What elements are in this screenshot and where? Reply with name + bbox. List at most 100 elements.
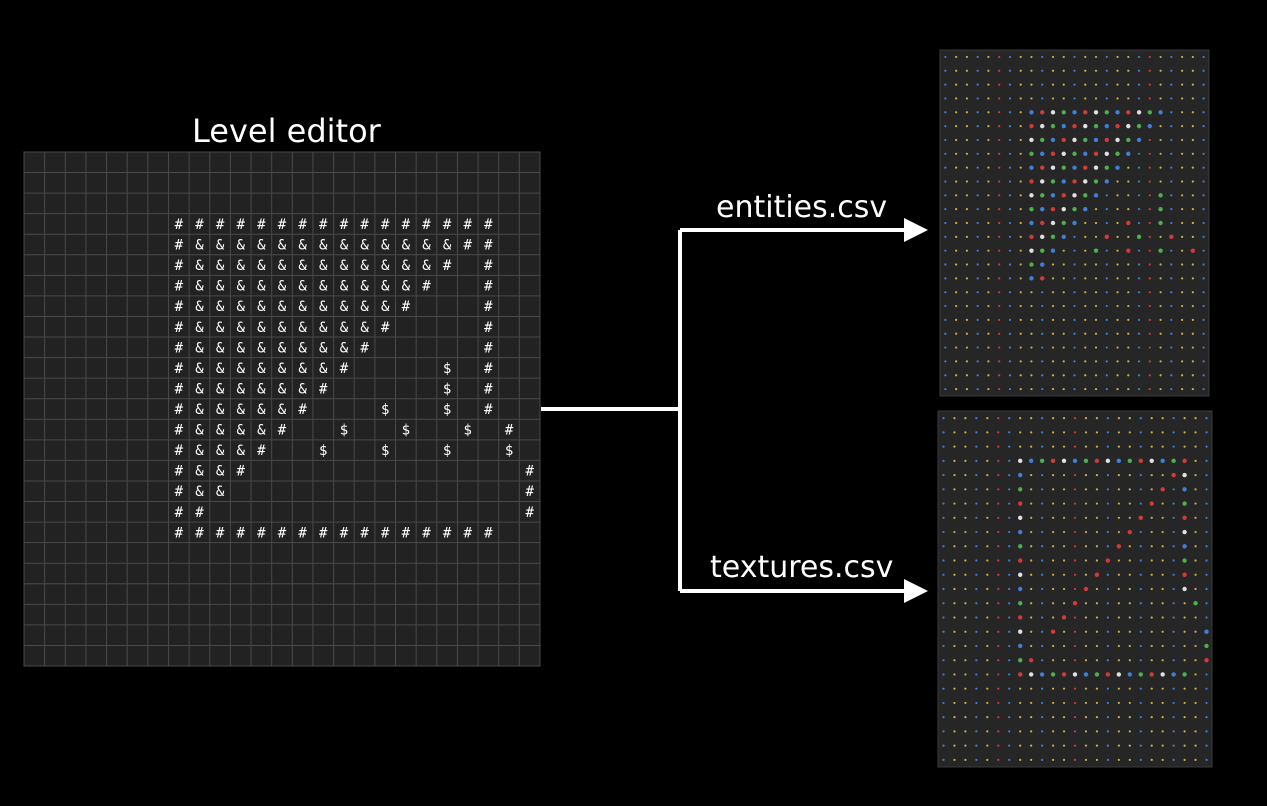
- csv-cell-dot: [1170, 374, 1173, 377]
- grid-cell-glyph: &: [360, 279, 369, 295]
- csv-cell-dot: [1191, 263, 1194, 266]
- csv-cell-dot: [1083, 165, 1088, 170]
- csv-cell-dot: [1148, 180, 1151, 183]
- csv-cell-dot: [1073, 701, 1077, 705]
- csv-cell-dot: [1159, 55, 1162, 59]
- csv-cell-dot: [986, 673, 989, 676]
- csv-cell-dot: [1106, 502, 1109, 505]
- csv-cell-dot: [1202, 166, 1205, 169]
- csv-cell-dot: [1041, 545, 1044, 548]
- csv-cell-dot: [998, 235, 1001, 238]
- csv-cell-dot: [1019, 166, 1022, 169]
- csv-cell-dot: [1191, 97, 1194, 100]
- csv-cell-dot: [1041, 69, 1044, 72]
- csv-cell-dot: [1072, 193, 1077, 198]
- csv-cell-dot: [942, 673, 945, 676]
- csv-cell-dot: [1191, 125, 1194, 128]
- csv-cell-dot: [997, 730, 1000, 733]
- csv-cell-dot: [1050, 123, 1056, 129]
- csv-cell-dot: [942, 516, 945, 519]
- csv-cell-dot: [1084, 744, 1088, 747]
- csv-cell-dot: [975, 730, 978, 733]
- grid-cell-glyph: &: [340, 238, 349, 254]
- csv-cell-dot: [987, 138, 990, 142]
- csv-cell-dot: [1115, 137, 1120, 143]
- csv-cell-dot: [1172, 502, 1175, 505]
- csv-cell-dot: [953, 673, 956, 676]
- csv-cell-dot: [1137, 304, 1141, 308]
- csv-cell-dot: [1117, 445, 1120, 448]
- csv-cell-dot: [1008, 701, 1011, 705]
- csv-cell-dot: [1018, 629, 1023, 634]
- csv-cell-dot: [1205, 730, 1208, 733]
- csv-cell-dot: [1181, 97, 1184, 100]
- csv-cell-dot: [1084, 346, 1087, 349]
- csv-cell-dot: [955, 194, 958, 197]
- csv-cell-dot: [944, 346, 947, 349]
- csv-cell-dot: [1073, 502, 1077, 505]
- csv-cell-dot: [987, 166, 990, 169]
- csv-cell-dot: [964, 758, 967, 761]
- grid-cell-glyph: #: [484, 279, 493, 295]
- csv-cell-dot: [1191, 387, 1194, 391]
- grid-cell-glyph: #: [195, 217, 204, 233]
- csv-cell-dot: [1018, 643, 1023, 649]
- csv-cell-dot: [975, 716, 978, 719]
- grid-cell-glyph: #: [298, 217, 307, 233]
- csv-cell-dot: [1161, 616, 1164, 619]
- csv-cell-dot: [1030, 417, 1033, 420]
- csv-cell-dot: [976, 346, 979, 349]
- csv-cell-dot: [1084, 559, 1088, 562]
- grid-cell-glyph: &: [257, 381, 266, 397]
- csv-cell-dot: [1105, 360, 1108, 363]
- csv-cell-dot: [1194, 659, 1197, 662]
- csv-cell-dot: [1194, 445, 1197, 448]
- csv-cell-dot: [1194, 687, 1197, 690]
- csv-cell-dot: [975, 573, 978, 576]
- csv-cell-dot: [986, 473, 989, 477]
- csv-cell-dot: [1019, 318, 1022, 321]
- csv-cell-dot: [1181, 235, 1184, 238]
- csv-cell-dot: [1084, 332, 1087, 335]
- grid-cell-glyph: #: [175, 238, 184, 254]
- csv-cell-dot: [1127, 166, 1130, 169]
- csv-cell-dot: [964, 488, 967, 491]
- csv-cell-dot: [1128, 431, 1131, 434]
- csv-cell-dot: [1106, 488, 1109, 491]
- csv-cell-dot: [1161, 431, 1164, 434]
- csv-cell-dot: [1148, 318, 1151, 321]
- csv-cell-dot: [998, 194, 1001, 197]
- csv-cell-dot: [1161, 530, 1164, 534]
- csv-cell-dot: [1094, 572, 1100, 577]
- csv-cell-dot: [1127, 529, 1133, 535]
- csv-cell-dot: [1050, 206, 1056, 212]
- csv-cell-dot: [1158, 248, 1163, 253]
- csv-cell-dot: [1116, 458, 1122, 464]
- csv-cell-dot: [1202, 55, 1205, 59]
- csv-cell-dot: [1062, 758, 1066, 761]
- csv-cell-dot: [1117, 516, 1120, 519]
- csv-cell-dot: [1106, 630, 1109, 633]
- csv-cell-dot: [955, 360, 958, 363]
- csv-cell-dot: [953, 644, 956, 648]
- csv-cell-dot: [1018, 615, 1023, 620]
- csv-cell-dot: [1062, 559, 1066, 562]
- csv-cell-dot: [1084, 445, 1088, 448]
- csv-cell-dot: [1051, 701, 1055, 705]
- csv-cell-dot: [1117, 488, 1120, 491]
- csv-cell-dot: [986, 744, 989, 747]
- csv-cell-dot: [1008, 332, 1012, 335]
- csv-cell-dot: [1159, 387, 1162, 391]
- csv-cell-dot: [1190, 248, 1196, 253]
- csv-cell-dot: [942, 616, 945, 619]
- csv-cell-dot: [1183, 616, 1186, 619]
- csv-cell-dot: [1061, 615, 1067, 620]
- csv-cell-dot: [953, 559, 956, 562]
- csv-cell-dot: [1127, 97, 1130, 100]
- grid-cell-glyph: &: [237, 340, 246, 356]
- csv-cell-dot: [997, 644, 1000, 648]
- csv-cell-dot: [1171, 672, 1176, 677]
- csv-cell-dot: [965, 138, 969, 142]
- csv-cell-dot: [1029, 220, 1034, 226]
- csv-cell-dot: [1128, 473, 1131, 477]
